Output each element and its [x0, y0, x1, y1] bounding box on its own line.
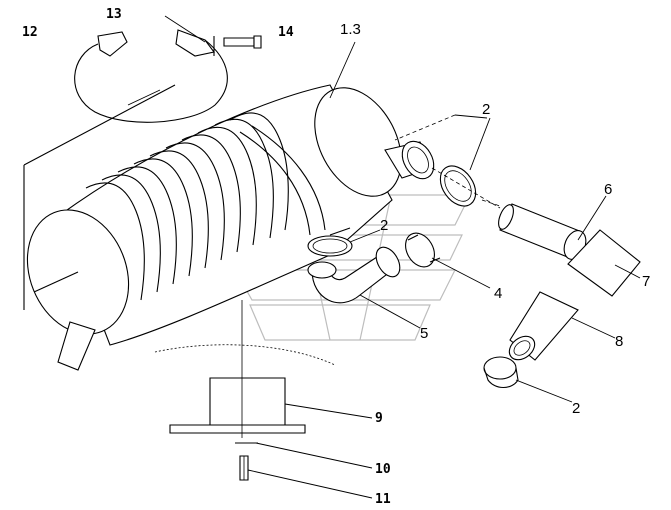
assembly-lines: [394, 114, 501, 209]
callout-11: 11: [375, 492, 391, 507]
callout-7: 7: [642, 273, 650, 290]
callout-2-middle: 2: [380, 217, 388, 234]
callout-10: 10: [375, 462, 391, 477]
callout-8: 8: [615, 333, 623, 350]
gasket-sheet: [567, 229, 641, 297]
air-filter-body: [26, 84, 435, 371]
callout-4: 4: [494, 285, 502, 302]
hose-clamp-upper: [439, 165, 477, 207]
callout-14: 14: [278, 25, 294, 40]
pipe-segment-6: [498, 203, 587, 260]
callout-12: 12: [22, 25, 38, 40]
coupling: [405, 232, 441, 268]
callout-2-upper: 2: [482, 101, 490, 118]
callout-6: 6: [604, 181, 612, 198]
callout-13: 13: [106, 7, 122, 22]
pipe-segment-8: [508, 291, 579, 361]
hose-clamp-middle: [307, 235, 353, 257]
callout-2-lower: 2: [572, 400, 580, 417]
callout-labels: 12 13 14 1.3 2 2 4 5 6 7 8 2 9 10 11: [22, 7, 650, 507]
mount-bolt: [239, 455, 249, 481]
leader-lines: [127, 15, 641, 499]
hose-clamp-lower: [483, 356, 519, 389]
clamp-band: [74, 29, 228, 123]
callout-5: 5: [420, 325, 428, 342]
elbow-hose: [307, 246, 401, 304]
bolt: [223, 35, 262, 49]
callout-9: 9: [375, 411, 383, 426]
callout-1-3: 1.3: [340, 21, 361, 38]
support-bracket: [154, 300, 336, 438]
mounting-plate: [23, 84, 176, 310]
